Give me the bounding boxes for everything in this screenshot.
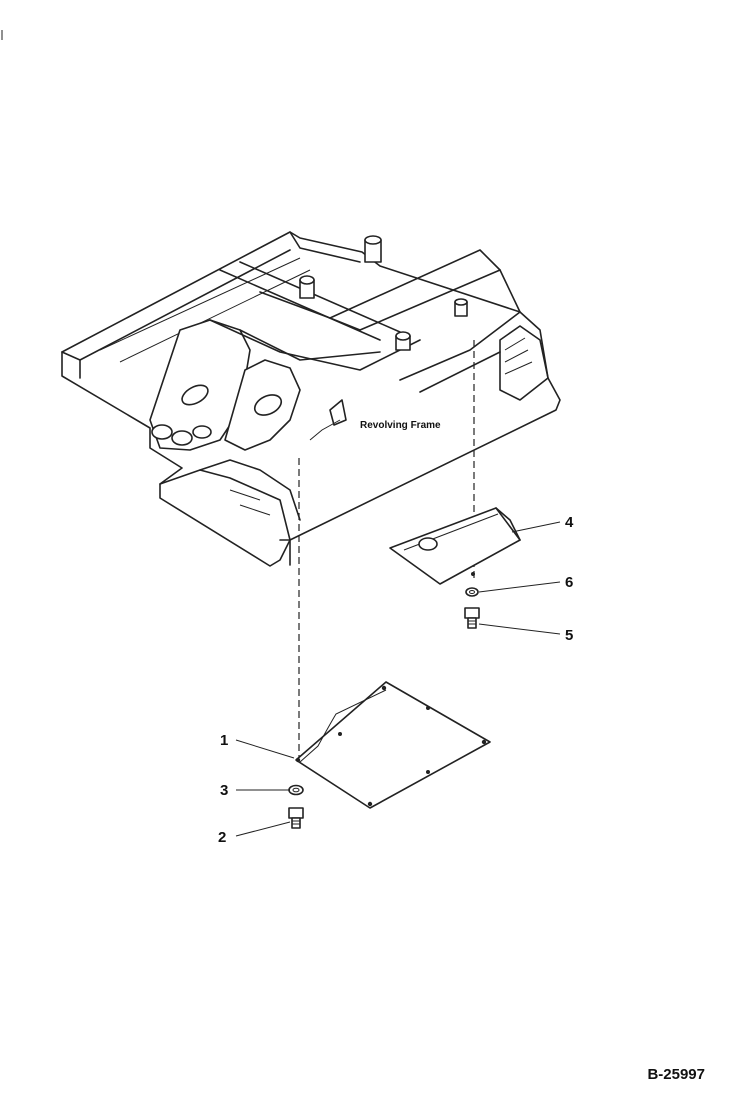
leader-1 <box>235 739 295 759</box>
part-6-washer <box>465 587 479 597</box>
part-2-bolt <box>288 807 304 829</box>
part-6-washer-hole <box>469 590 475 594</box>
frame-post-3-top <box>454 298 468 306</box>
part-5-bolt-thread <box>468 620 476 625</box>
part-3-washer-hole <box>292 787 300 793</box>
frame-top-bar <box>209 319 421 371</box>
under-cover-rib <box>299 689 387 763</box>
frame-top-bar-lower <box>239 329 381 361</box>
cylinder-boss-1 <box>151 424 173 440</box>
under-cover-hole-d <box>426 770 430 774</box>
part-5-bolt <box>464 607 480 629</box>
frame-front-corner <box>279 539 291 566</box>
frame-right-housing-detail <box>504 337 533 375</box>
part-2-bolt-shank <box>291 817 301 829</box>
frame-hose-line <box>309 419 341 441</box>
under-cover-hole-b <box>426 706 430 710</box>
revolving-frame-assembly: Revolving Frame <box>61 231 561 567</box>
part-4-cover-plate <box>389 507 521 585</box>
callout-1: 1 <box>220 732 228 749</box>
frame-bracket-small <box>329 399 347 426</box>
frame-label: Revolving Frame <box>360 420 441 431</box>
figure-number: B-25997 <box>647 1066 705 1083</box>
frame-post-1-top <box>364 235 382 245</box>
frame-lower-detail <box>229 489 271 516</box>
under-cover-hole-e <box>367 801 373 807</box>
under-cover-hole-f <box>338 732 342 736</box>
callout-5: 5 <box>565 627 573 644</box>
part-5-bolt-head <box>464 607 480 619</box>
boom-pin-bore-left <box>181 384 209 406</box>
cylinder-boss-2 <box>171 430 193 446</box>
frame-lower-skirt-inner <box>199 459 301 521</box>
under-cover-hole-c <box>481 739 487 745</box>
frame-cross-member-a <box>219 261 401 341</box>
frame-rear-edge <box>289 231 361 263</box>
part-2-bolt-head <box>288 807 304 819</box>
cover-plate-small <box>389 507 521 585</box>
callout-4: 4 <box>565 514 574 531</box>
frame-cross-member-b <box>259 249 521 319</box>
frame-post-4-top <box>395 331 411 341</box>
leader-5 <box>478 623 561 635</box>
boom-pin-bore-right <box>253 394 283 416</box>
part-5-bolt-shank <box>467 617 477 629</box>
cover-plate-small-bolt-hole <box>471 572 475 576</box>
callout-2: 2 <box>218 829 226 846</box>
frame-cross-member-c <box>329 269 501 331</box>
cover-plate-small-fold <box>495 507 521 541</box>
under-cover-plate <box>295 681 491 809</box>
frame-right-deck <box>399 311 521 393</box>
under-cover-hole-g <box>295 757 301 763</box>
leader-2 <box>235 821 291 837</box>
leader-6 <box>478 581 561 593</box>
cover-plate-small-hole <box>418 537 438 551</box>
leader-4 <box>511 521 561 533</box>
frame-post-2-top <box>299 275 315 285</box>
part-2-bolt-thread <box>292 820 300 825</box>
part-1-under-cover <box>295 681 491 809</box>
frame-posts <box>299 235 468 351</box>
cylinder-boss-3 <box>192 425 212 439</box>
callout-6: 6 <box>565 574 573 591</box>
frame-lower-skirt <box>159 469 291 541</box>
callout-3: 3 <box>220 782 228 799</box>
part-3-washer <box>288 784 304 796</box>
under-cover-hole-a <box>381 685 387 691</box>
leader-lines <box>235 521 561 837</box>
frame-right-housing <box>499 325 549 401</box>
